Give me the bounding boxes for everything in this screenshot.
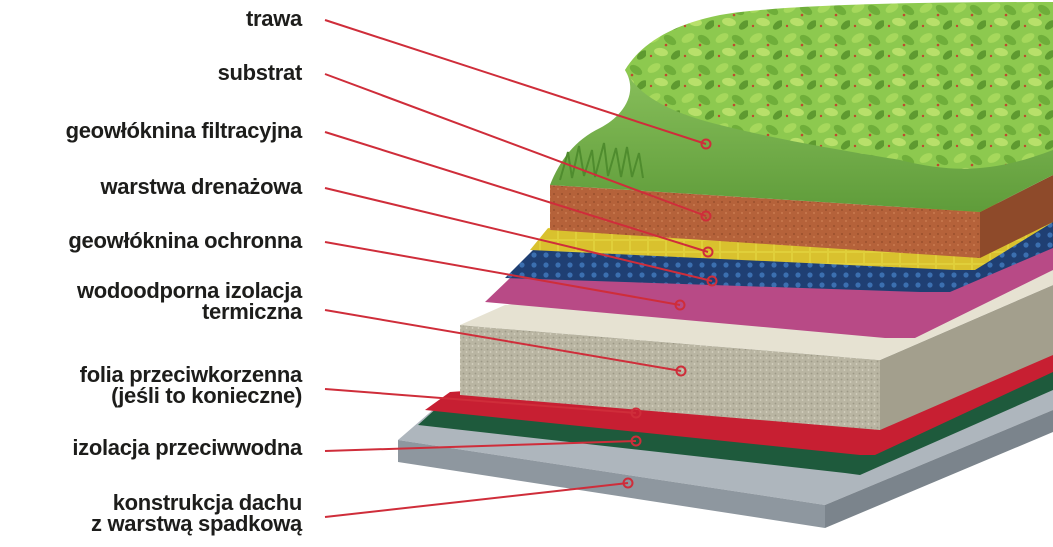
label-roof-structure: konstrukcja dachuz warstwą spadkową bbox=[91, 492, 302, 534]
label-grass-line-1: trawa bbox=[246, 8, 302, 29]
label-roof-structure-line-1: konstrukcja dachu bbox=[91, 492, 302, 513]
label-substrate: substrat bbox=[218, 62, 302, 83]
label-filter-geotextile: geowłóknina filtracyjna bbox=[66, 120, 302, 141]
label-drainage-line-1: warstwa drenażowa bbox=[100, 176, 302, 197]
label-root-barrier-line-1: folia przeciwkorzenna bbox=[80, 364, 302, 385]
label-filter-geotextile-line-1: geowłóknina filtracyjna bbox=[66, 120, 302, 141]
label-waterproofing-line-1: izolacja przeciwwodna bbox=[72, 437, 302, 458]
label-thermal-insulation-line-1: wodoodporna izolacja bbox=[77, 280, 302, 301]
label-thermal-insulation-line-2: termiczna bbox=[77, 301, 302, 322]
label-root-barrier-line-2: (jeśli to konieczne) bbox=[80, 385, 302, 406]
label-drainage: warstwa drenażowa bbox=[100, 176, 302, 197]
label-protective-geotextile-line-1: geowłóknina ochronna bbox=[68, 230, 302, 251]
label-grass: trawa bbox=[246, 8, 302, 29]
layer-labels: trawa substrat geowłóknina filtracyjna wars… bbox=[0, 0, 330, 547]
label-waterproofing: izolacja przeciwwodna bbox=[72, 437, 302, 458]
label-roof-structure-line-2: z warstwą spadkową bbox=[91, 513, 302, 534]
label-substrate-line-1: substrat bbox=[218, 62, 302, 83]
label-thermal-insulation: wodoodporna izolacjatermiczna bbox=[77, 280, 302, 322]
label-protective-geotextile: geowłóknina ochronna bbox=[68, 230, 302, 251]
pointer-line-roof-structure bbox=[325, 483, 628, 517]
label-root-barrier: folia przeciwkorzenna(jeśli to konieczne… bbox=[80, 364, 302, 406]
